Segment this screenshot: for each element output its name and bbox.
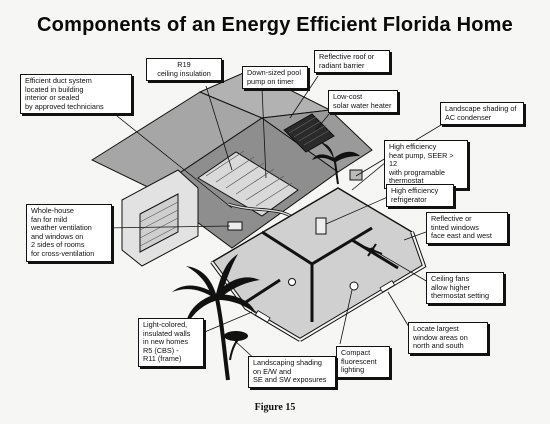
callout-tinted-windows: Reflective or tinted windows face east a… bbox=[426, 212, 508, 244]
garage bbox=[121, 169, 199, 267]
callout-whole-house-fan: Whole-house fan for mild weather ventila… bbox=[26, 204, 112, 262]
window bbox=[254, 310, 271, 323]
ac-condenser bbox=[349, 169, 363, 181]
ceiling-fan bbox=[361, 243, 383, 257]
garage-door bbox=[139, 193, 179, 253]
diagram-title: Components of an Energy Efficient Florid… bbox=[37, 14, 513, 36]
leader-pool-pump bbox=[261, 87, 267, 179]
window bbox=[379, 280, 396, 293]
callout-heat-pump: High efficiency heat pump, SEER > 12 wit… bbox=[384, 140, 468, 189]
callout-pool-pump: Down-sized pool pump on timer bbox=[242, 66, 308, 90]
tree-shade-ac bbox=[312, 142, 360, 185]
leader-whole-house-fan bbox=[105, 225, 231, 229]
callout-landscape-ac: Landscape shading of AC condenser bbox=[440, 102, 524, 126]
callout-ceiling-fans: Ceiling fans allow higher thermostat set… bbox=[426, 272, 504, 304]
figure-caption: Figure 15 bbox=[254, 402, 296, 413]
shrub bbox=[224, 331, 248, 361]
callout-solar-water-heater: Low-cost solar water heater bbox=[328, 90, 398, 114]
leader-heat-pump bbox=[351, 161, 387, 191]
interior-wall bbox=[261, 230, 313, 266]
callout-insulated-walls: Light-colored, insulated walls in new ho… bbox=[138, 318, 204, 367]
callout-duct-system: Efficient duct system located in buildin… bbox=[20, 74, 132, 115]
callout-window-areas: Locate largest window areas on north and… bbox=[408, 322, 488, 354]
callout-landscaping-shading: Landscaping shading on E/W and SE and SW… bbox=[248, 356, 336, 388]
fluorescent-light bbox=[288, 278, 296, 286]
callout-fluorescent-lighting: Compact fluorescent lighting bbox=[336, 346, 390, 378]
whole-house-fan bbox=[227, 221, 243, 231]
fluorescent-light bbox=[349, 281, 359, 291]
leader-duct bbox=[111, 111, 233, 209]
callout-refrigerator: High efficiency refrigerator bbox=[386, 184, 454, 208]
ceiling-insulation-cutaway bbox=[197, 151, 299, 217]
leader-insulated-walls bbox=[199, 311, 253, 335]
callout-ceiling-insulation: R19 ceiling insulation bbox=[146, 58, 222, 82]
tree-left bbox=[172, 254, 260, 381]
callout-reflective-roof: Reflective roof or radiant barrier bbox=[314, 50, 390, 74]
leader-refrigerator bbox=[325, 195, 391, 225]
leader-ceiling-insulation bbox=[205, 85, 233, 171]
leader-reflective-roof bbox=[289, 75, 319, 119]
leader-ceiling-fans bbox=[379, 253, 429, 283]
leader-fluorescent bbox=[339, 289, 353, 345]
refrigerator bbox=[315, 217, 327, 235]
leader-tinted-windows bbox=[403, 231, 427, 241]
